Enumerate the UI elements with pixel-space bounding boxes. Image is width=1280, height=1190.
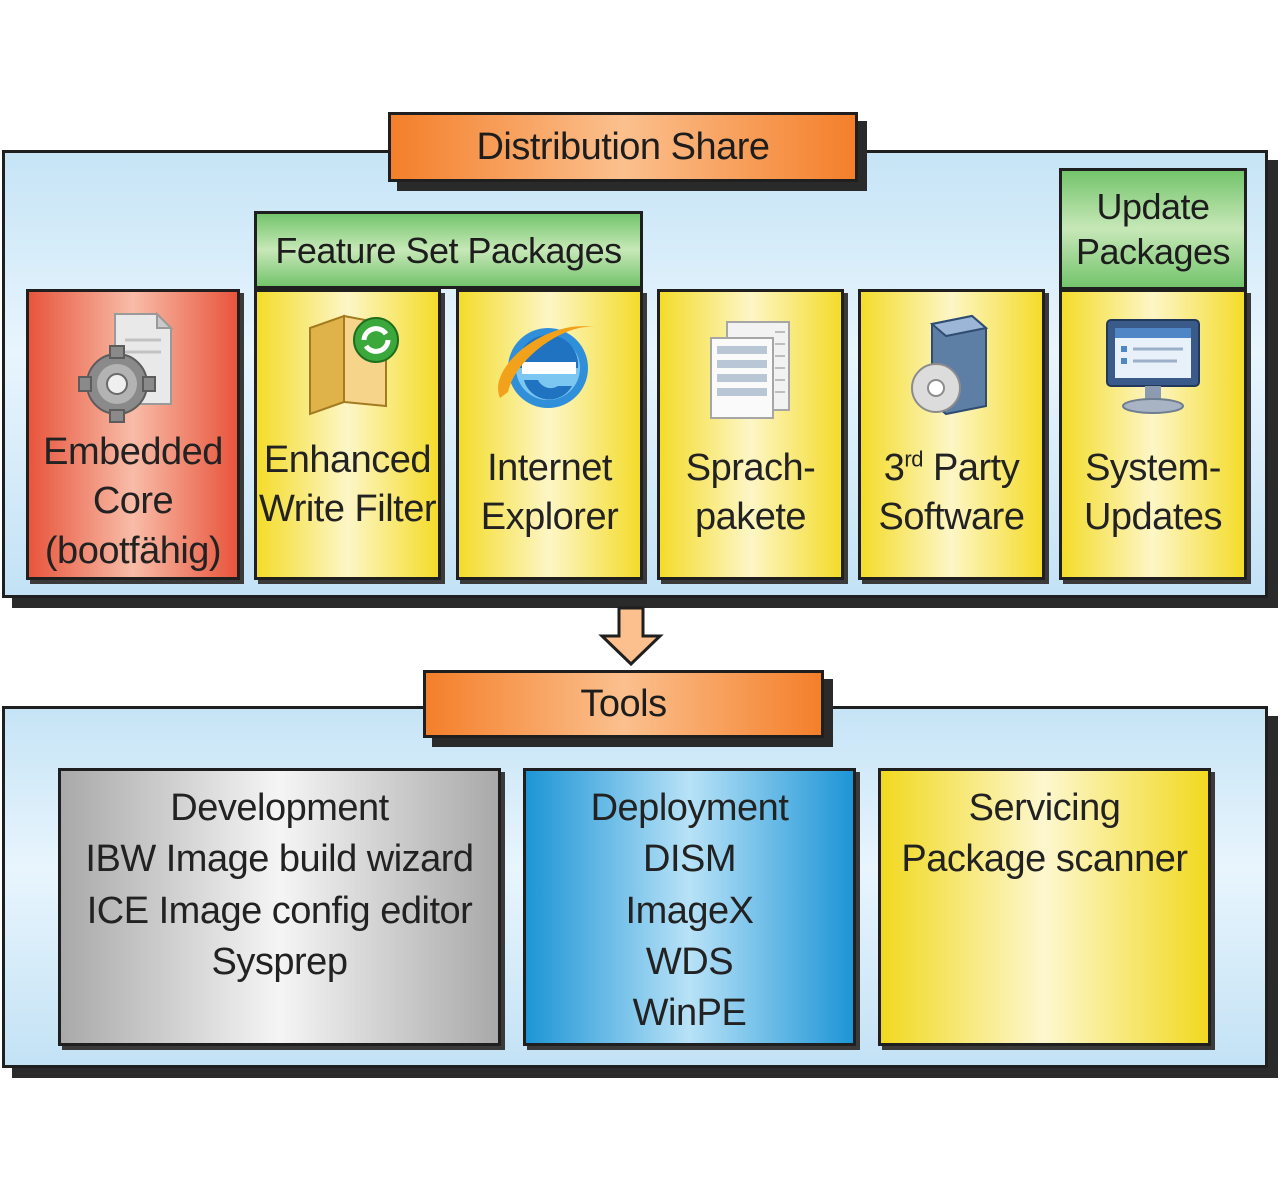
label-rest: Party Software xyxy=(878,447,1025,539)
down-arrow-icon xyxy=(598,606,664,667)
label-superscript: rd xyxy=(904,446,923,472)
tool-group-servicing: Servicing Package scanner xyxy=(878,768,1211,1046)
software-box-icon xyxy=(910,314,988,416)
package-label: Internet Explorer xyxy=(480,447,619,539)
package-system-updates: System-Updates xyxy=(1059,289,1247,580)
distribution-share-title: Distribution Share xyxy=(388,112,858,182)
tools-title: Tools xyxy=(423,670,824,738)
package-label: Enhanced Write Filter xyxy=(259,439,436,531)
folder-sync-icon xyxy=(308,314,399,416)
tool-item: WinPE xyxy=(632,992,747,1035)
tool-item: ImageX xyxy=(625,889,754,932)
package-label: Sprach-pakete xyxy=(685,447,816,539)
feature-set-packages-header: Feature Set Packages xyxy=(254,211,643,289)
tool-group-title: Development xyxy=(170,787,389,829)
package-sprachpakete: Sprach-pakete xyxy=(657,289,844,580)
update-packages-header: Update Packages xyxy=(1059,168,1247,290)
binary-document-icon xyxy=(709,321,790,419)
tool-group-title: Servicing xyxy=(968,787,1121,829)
tool-group-title: Deployment xyxy=(590,787,789,829)
package-label: System-Updates xyxy=(1083,447,1223,539)
tool-group-development: Development IBW Image build wizard ICE I… xyxy=(58,768,501,1046)
package-3rd-party-software: 3rd Party Software xyxy=(858,289,1045,580)
tool-item: Sysprep xyxy=(211,940,348,983)
tool-item: WDS xyxy=(645,940,734,983)
gear-document-icon xyxy=(78,311,174,423)
package-label: Embedded Core (bootfähig) xyxy=(43,431,223,572)
tool-item: Package scanner xyxy=(901,838,1188,881)
tool-item: IBW Image build wizard xyxy=(85,838,474,881)
internet-explorer-icon xyxy=(497,326,598,408)
package-enhanced-write-filter: Enhanced Write Filter xyxy=(254,289,441,580)
package-embedded-core: Embedded Core (bootfähig) xyxy=(26,289,240,580)
tool-item: DISM xyxy=(643,838,737,881)
tool-item: ICE Image config editor xyxy=(86,889,473,932)
tool-group-deployment: Deployment DISM ImageX WDS WinPE xyxy=(523,768,856,1046)
monitor-icon xyxy=(1106,319,1200,414)
package-label: 3rd Party Software xyxy=(861,444,1042,543)
package-internet-explorer: Internet Explorer xyxy=(456,289,643,580)
label-number: 3 xyxy=(883,447,905,489)
